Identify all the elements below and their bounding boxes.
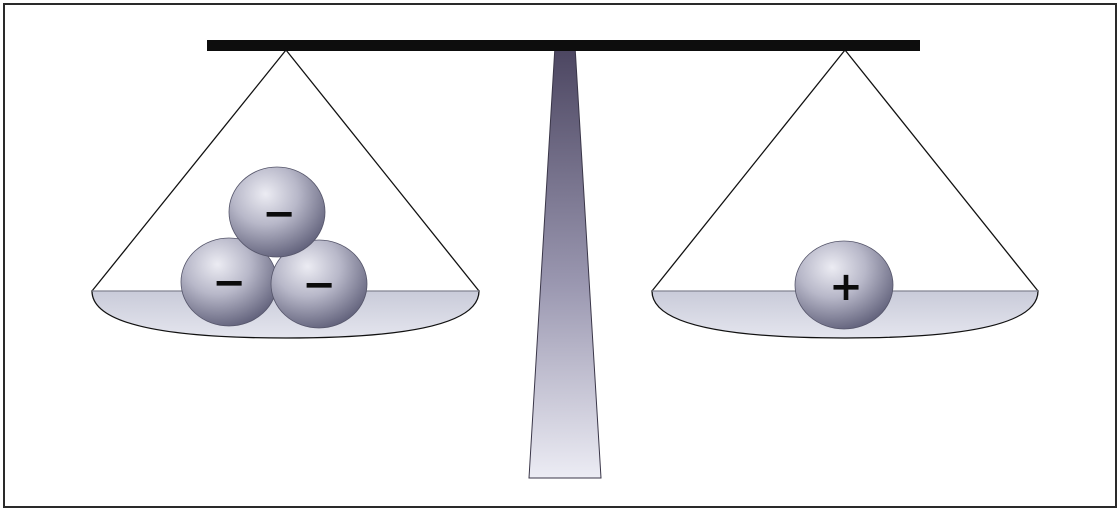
balance-beam [207,40,920,51]
negative-sign: − [212,260,246,306]
left-pan-assembly: − − − [92,50,479,338]
negative-sign: − [262,191,296,237]
balance-stand [529,46,601,478]
charge-ball-negative: − [229,167,325,257]
right-pan-assembly: + [652,50,1038,338]
charge-ball-positive: + [795,241,893,329]
positive-sign: + [829,264,863,310]
negative-sign: − [302,262,336,308]
